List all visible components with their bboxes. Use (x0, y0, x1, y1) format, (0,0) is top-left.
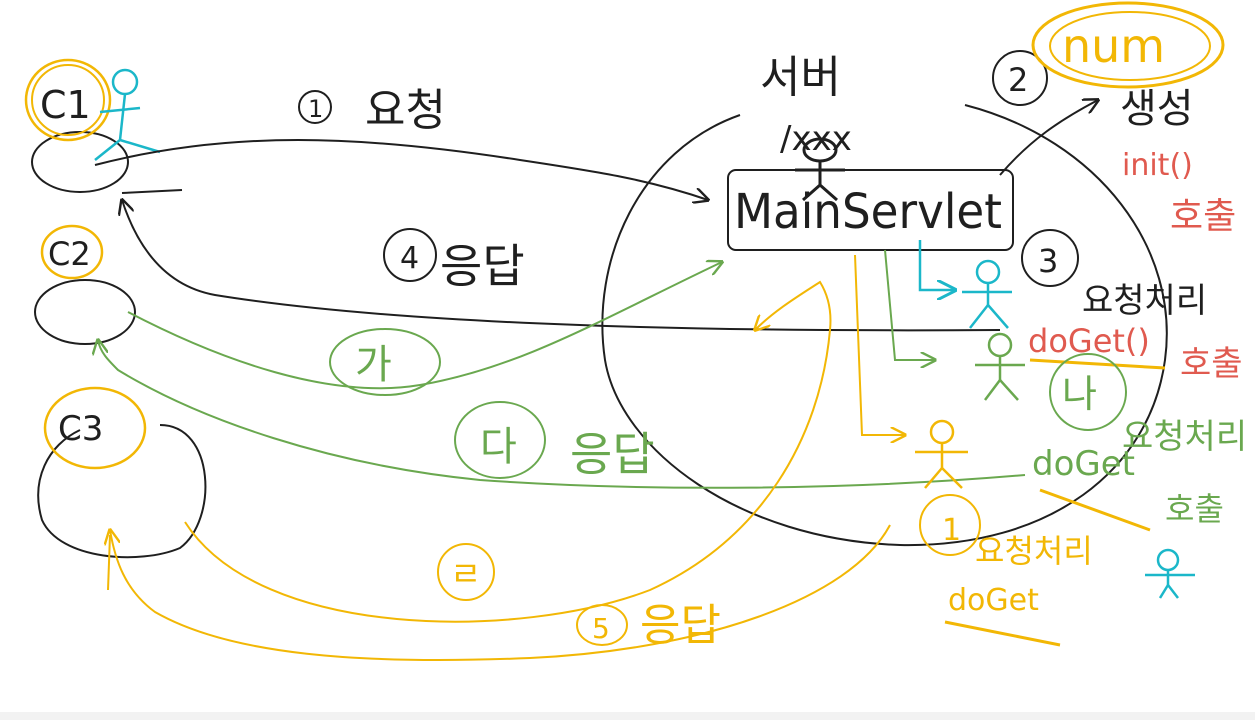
step-2-marker (992, 50, 1048, 106)
green-ga-marker (329, 328, 441, 396)
orange-doget-underline (944, 620, 1061, 647)
servlet-label: MainServlet (734, 184, 1002, 240)
worker-3-person-icon (915, 419, 968, 489)
response-arrow-4-tick (121, 189, 183, 194)
green-da-label: 다 (480, 424, 517, 470)
orange-r5-text: 응답 (640, 600, 721, 651)
green-doget-label: doGet (1032, 444, 1135, 484)
client-c1-highlight (24, 58, 112, 142)
orange-r5-number: 5 (592, 612, 610, 645)
step-2-number: 2 (1008, 61, 1028, 99)
green-doget-call: 호출 (1165, 490, 1224, 528)
orange-request-arrow (184, 280, 832, 623)
orange-doget-label: doGet (948, 583, 1039, 618)
client-c1-person-icon (94, 68, 161, 161)
orange-ra-marker (437, 543, 495, 601)
step-1-marker (298, 90, 332, 124)
step-1-number: 1 (308, 95, 323, 123)
orange-response-arrow (110, 524, 891, 662)
client-c1-highlight-2 (31, 64, 105, 136)
doget-1-underline (1029, 358, 1166, 370)
green-response-arrow (98, 340, 1026, 489)
green-na-label: 나 (1062, 372, 1097, 416)
client-c3-highlight (43, 386, 147, 470)
num-label: num (1062, 19, 1165, 73)
orange-r1-number: 1 (942, 513, 961, 548)
green-request-arrow (127, 262, 722, 390)
request-arrow-1 (94, 139, 708, 200)
doget-1-call-label: 호출 (1180, 344, 1243, 384)
green-response-text: 응답 (570, 427, 655, 481)
create-arrow-2 (999, 100, 1098, 176)
client-c1-label: C1 (40, 83, 91, 127)
step-4-marker (383, 228, 437, 282)
green-request-text: 요청처리 (1122, 417, 1247, 457)
green-doget-underline (1039, 488, 1151, 532)
client-c2-highlight (40, 224, 104, 280)
num-highlight-2 (1049, 11, 1211, 81)
orange-servlet-arrow (854, 254, 905, 435)
step-3-number: 3 (1038, 242, 1058, 280)
step-1-text: 요청 (365, 85, 446, 136)
orange-r5-marker (576, 604, 628, 646)
worker-4-person-icon (1145, 548, 1195, 599)
orange-response-tail (107, 534, 111, 591)
worker-2-person-icon (975, 332, 1025, 401)
cyan-arrow (918, 240, 955, 290)
green-ga-label: 가 (355, 342, 392, 388)
green-da-marker (454, 401, 546, 479)
server-node: 서버 /xxx MainServlet (601, 52, 1168, 547)
servlet-box (727, 169, 1014, 251)
worker-1-person-icon (962, 259, 1012, 329)
client-c2: C2 (34, 224, 136, 345)
client-c1: C1 (24, 58, 161, 193)
client-c2-label: C2 (48, 235, 91, 273)
bottom-strip (0, 712, 1255, 720)
step-4-text: 응답 (440, 239, 525, 293)
step-3-marker (1021, 229, 1079, 287)
orange-ra-label: ㄹ (450, 555, 481, 595)
response-arrow-4 (122, 200, 1001, 332)
num-highlight (1031, 1, 1225, 89)
server-circle (601, 104, 1168, 547)
client-c3-head (37, 424, 207, 559)
client-c2-head (34, 279, 136, 345)
client-c3-label: C3 (58, 409, 103, 449)
orange-r1-marker (919, 494, 981, 556)
step-4-number: 4 (400, 241, 419, 276)
green-na-marker (1049, 353, 1127, 431)
server-label: 서버 (760, 52, 841, 103)
init-label: init() (1122, 148, 1193, 183)
step-3-text: 요청처리 (1082, 281, 1207, 321)
init-call-label: 호출 (1170, 196, 1236, 237)
orange-r1-text: 요청처리 (975, 532, 1093, 570)
client-c3: C3 (37, 386, 207, 559)
green-servlet-arrow (884, 249, 935, 360)
client-c1-head (31, 131, 129, 193)
step-2-text: 생성 (1120, 86, 1194, 132)
